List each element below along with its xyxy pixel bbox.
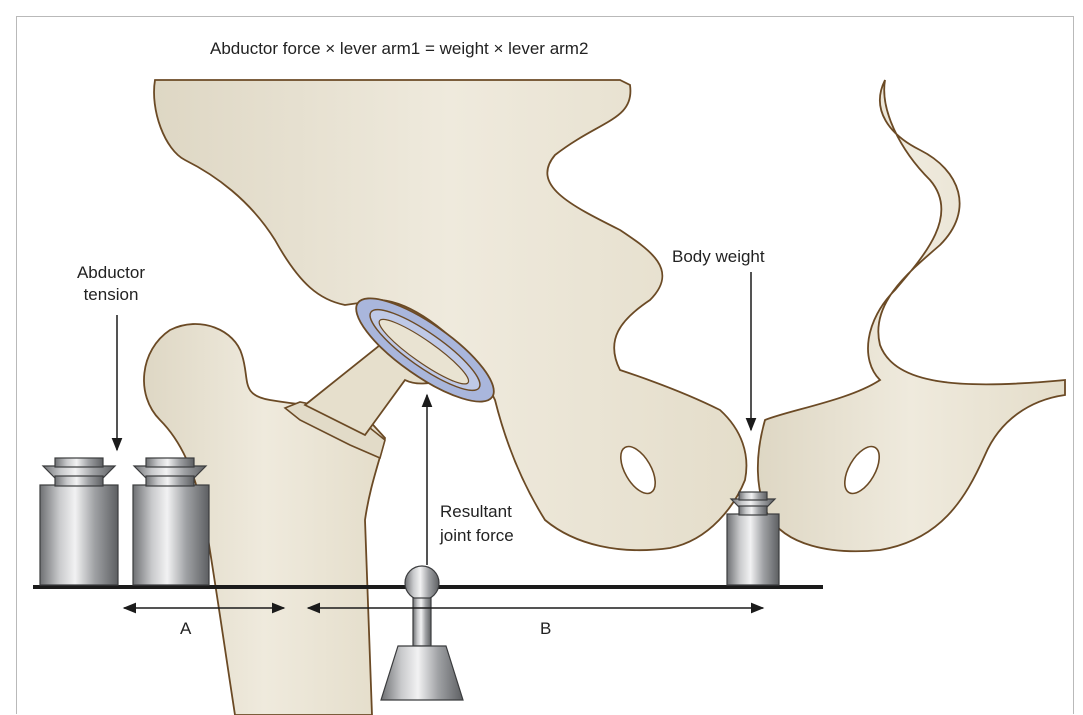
weight-icon — [40, 458, 118, 585]
lever-arm-b-label: B — [540, 618, 551, 640]
resultant-joint-force-label: Resultant joint force — [440, 500, 514, 548]
resultant-label-line2: joint force — [440, 524, 514, 548]
abductor-tension-label: Abductor tension — [56, 262, 166, 306]
lever-arm-a-label: A — [180, 618, 191, 640]
resultant-label-line1: Resultant — [440, 500, 514, 524]
equation-title: Abductor force × lever arm1 = weight × l… — [210, 38, 588, 60]
pelvis-right — [758, 80, 1065, 551]
abductor-tension-label-line1: Abductor — [56, 262, 166, 284]
body-weight-label: Body weight — [672, 246, 765, 268]
abductor-tension-label-line2: tension — [56, 284, 166, 306]
